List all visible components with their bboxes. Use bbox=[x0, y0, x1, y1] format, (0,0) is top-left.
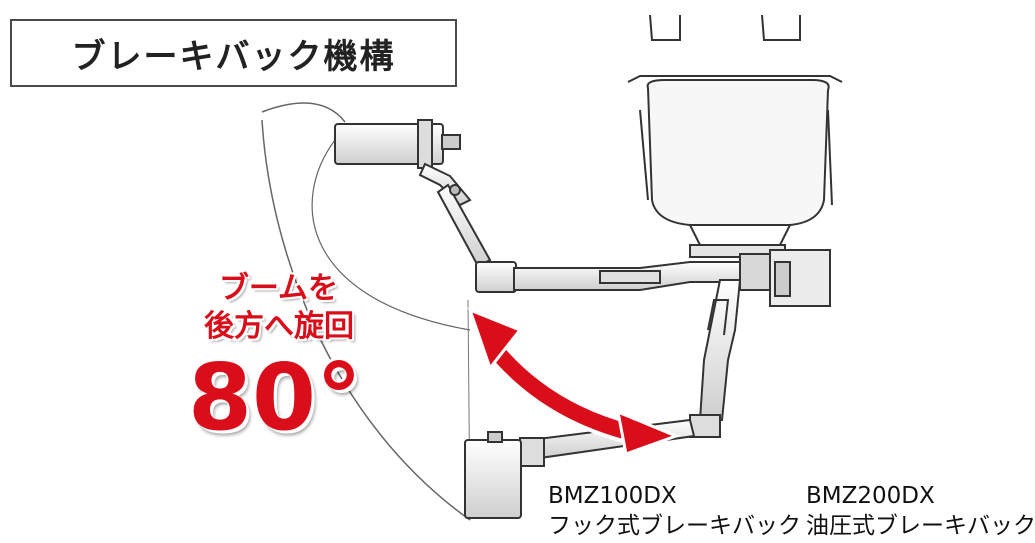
caption-bmz100dx: BMZ100DX フック式ブレーキバック bbox=[548, 481, 801, 541]
diagram-title: ブレーキバック機構 bbox=[71, 36, 396, 77]
swing-arc-outer bbox=[261, 102, 471, 521]
swing-arrow bbox=[467, 307, 681, 457]
seat bbox=[627, 14, 843, 258]
callout-line-1: ブームを bbox=[218, 271, 339, 306]
brake-type: フック式ブレーキバック bbox=[548, 513, 801, 539]
model-name: BMZ100DX bbox=[548, 483, 677, 509]
title-box: ブレーキバック機構 bbox=[10, 19, 457, 87]
caption-bmz200dx: BMZ200DX 油圧式ブレーキバック bbox=[806, 481, 1035, 541]
callout-line-2: 後方へ旋回 bbox=[204, 309, 354, 344]
swing-arc-inner bbox=[311, 139, 471, 331]
model-name: BMZ200DX bbox=[806, 483, 935, 509]
swing-angle: 80° bbox=[188, 344, 363, 451]
arm-horizontal bbox=[475, 249, 831, 307]
brake-type: 油圧式ブレーキバック bbox=[806, 513, 1035, 539]
arm-position-rear bbox=[334, 119, 492, 268]
arm-vertical bbox=[689, 279, 742, 438]
